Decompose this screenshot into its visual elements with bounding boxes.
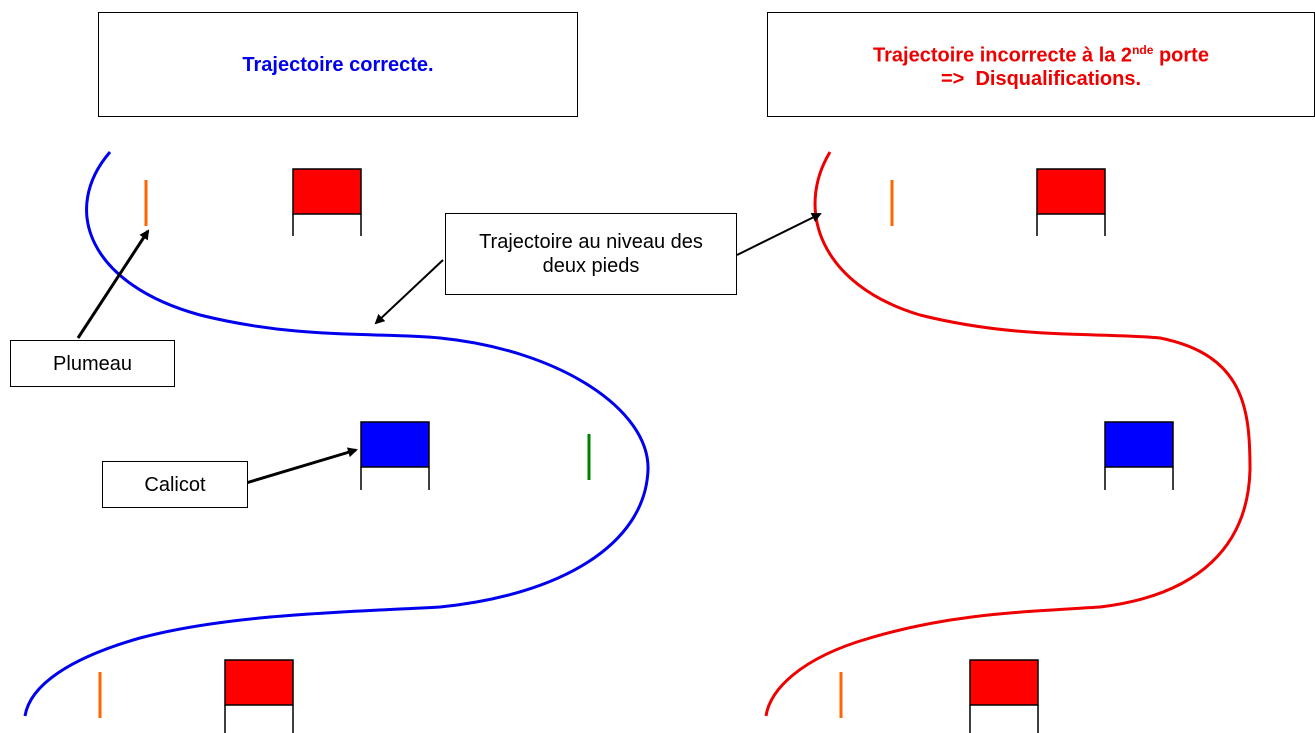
right-title-box: Trajectoire incorrecte à la 2nde porte =…: [767, 12, 1315, 117]
trajectory-callout-text: Trajectoire au niveau des deux pieds: [479, 231, 703, 277]
blue-calicot-right: [1104, 421, 1174, 490]
red-calicot-bottom-left: [224, 659, 294, 733]
right-title-line1: Trajectoire incorrecte à la 2nde porte: [873, 42, 1209, 67]
arrow-to-correct-trajectory: [374, 259, 444, 325]
plumeau-callout-text: Plumeau: [53, 352, 132, 375]
left-title-text: Trajectoire correcte.: [242, 53, 434, 76]
incorrect-trajectory-line: [764, 151, 1252, 717]
right-title-line2: => Disqualifications.: [940, 68, 1142, 91]
arrow-to-plumeau: [76, 229, 150, 339]
left-title-box: Trajectoire correcte.: [98, 12, 578, 117]
trajectory-callout-box: Trajectoire au niveau des deux pieds: [445, 213, 737, 295]
red-calicot-bottom-right: [969, 659, 1039, 733]
red-calicot-top-right: [1036, 168, 1106, 236]
correct-trajectory-line: [23, 151, 650, 717]
arrow-to-incorrect-trajectory: [736, 213, 822, 256]
calicot-callout-box: Calicot: [102, 461, 248, 508]
calicot-callout-text: Calicot: [144, 473, 206, 496]
arrow-to-calicot: [245, 447, 358, 485]
blue-calicot-left: [360, 421, 430, 490]
plumeau-callout-box: Plumeau: [10, 340, 175, 387]
red-calicot-top-left: [292, 168, 362, 236]
